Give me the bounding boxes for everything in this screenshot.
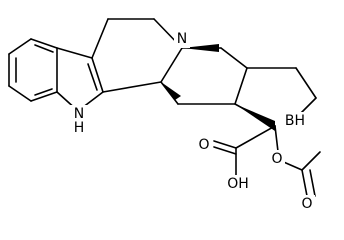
n-ring-bg bbox=[174, 30, 190, 48]
ester-o-bg bbox=[269, 150, 285, 168]
bond-layer bbox=[8, 18, 321, 197]
carboxyl-o-bg bbox=[196, 136, 212, 154]
carboxyl-bond-1 bbox=[235, 125, 276, 149]
ring-nitrogen-label: N bbox=[177, 31, 187, 47]
stereochemistry-layer bbox=[161, 44, 275, 131]
benzene-bond-1 bbox=[30, 38, 58, 49]
nh-bg bbox=[66, 105, 91, 135]
ring-d-bond-5 bbox=[160, 81, 179, 105]
benzene-inner-bond-3 bbox=[34, 88, 53, 96]
carboxyl-oxygen-label: O bbox=[198, 137, 209, 153]
label-background-layer bbox=[66, 30, 315, 213]
acetate-bond-2 bbox=[301, 151, 321, 171]
carboxyl-bond-2 bbox=[213, 140, 237, 149]
indole-double-bond bbox=[87, 63, 98, 91]
benzene-bond-5 bbox=[30, 91, 58, 102]
ring-c-bond-4 bbox=[160, 47, 183, 83]
ring-e-bond-2 bbox=[295, 67, 317, 99]
wedge-bond-2 bbox=[161, 82, 181, 100]
acetyl-o-bg bbox=[299, 195, 315, 213]
atom-label-layer: N N H BH O O O OH bbox=[74, 31, 313, 212]
indole-bond-2 bbox=[91, 57, 104, 93]
ring-d-bond-3 bbox=[234, 67, 248, 105]
acetate-double-bond bbox=[309, 169, 316, 197]
ring-c-bond-5 bbox=[102, 81, 162, 93]
oh-bg bbox=[226, 175, 250, 193]
indole-n-label: N bbox=[74, 106, 84, 122]
hydroxyl-label: OH bbox=[227, 176, 249, 192]
indole-h-label: H bbox=[74, 120, 85, 136]
bh-bg bbox=[282, 112, 308, 130]
benzene-bond-4 bbox=[8, 85, 32, 102]
chemical-structure-diagram: N N H BH O O O OH bbox=[8, 18, 321, 213]
acetyl-oxygen-label: O bbox=[301, 196, 312, 212]
carboxyl-double-bond bbox=[213, 146, 237, 155]
ring-c-bond-1 bbox=[91, 18, 109, 59]
boron-hydride-label: BH bbox=[285, 113, 305, 129]
indole-bond-1 bbox=[56, 47, 93, 59]
benzene-inner-bond-1 bbox=[34, 44, 54, 53]
ester-oxygen-label: O bbox=[271, 151, 282, 167]
acetate-bond-3 bbox=[301, 169, 308, 197]
benzene-bond-2 bbox=[8, 38, 32, 55]
ring-d-bond-2 bbox=[220, 47, 248, 69]
wedge-bond-1 bbox=[182, 44, 219, 52]
molecule-svg: N N H BH O O O OH bbox=[8, 18, 321, 213]
wedge-bond-3 bbox=[235, 104, 275, 131]
